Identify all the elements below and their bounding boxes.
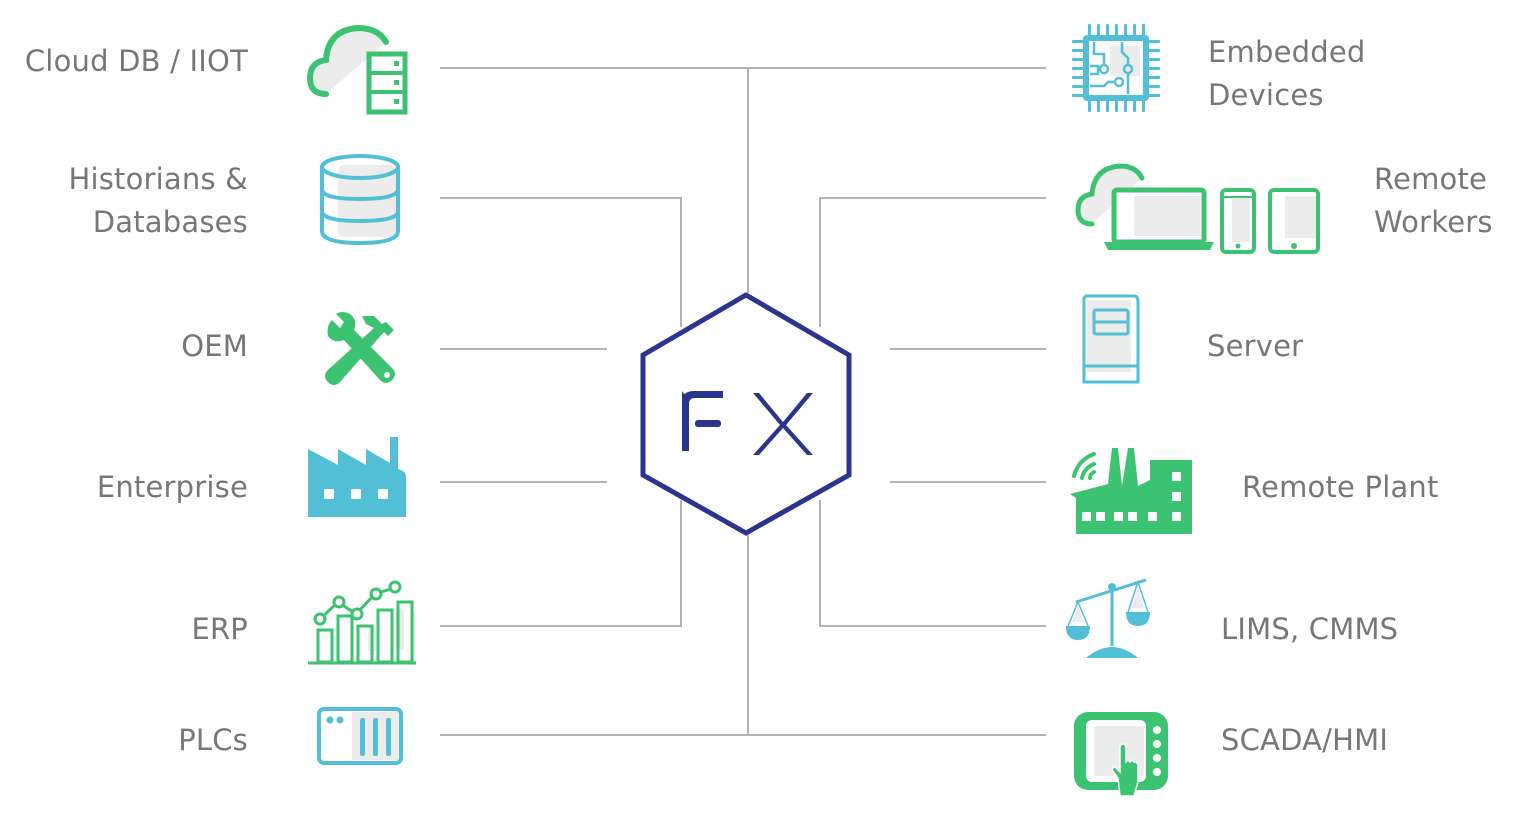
label-cloud-db-iiot: Cloud DB / IIOT: [24, 44, 248, 78]
label-remote-workers: Remote Workers: [1374, 162, 1493, 239]
label-historians-databases: Historians & Databases: [68, 162, 248, 239]
label-erp: ERP: [191, 612, 248, 646]
fx-hub-logo: [640, 292, 852, 536]
database-icon: [320, 154, 400, 246]
chip-icon: [1072, 24, 1160, 112]
bar-chart-icon: [308, 580, 416, 665]
label-remote-plant: Remote Plant: [1242, 470, 1439, 504]
label-embedded-devices: Embedded Devices: [1208, 35, 1366, 112]
server-tower-icon: [1082, 294, 1140, 384]
label-lims-cmms: LIMS, CMMS: [1221, 612, 1399, 646]
label-plcs: PLCs: [178, 723, 248, 757]
devices-cloud-icon: [1075, 163, 1320, 254]
label-server: Server: [1207, 329, 1304, 363]
plc-icon: [317, 707, 403, 765]
touch-panel-icon: [1074, 712, 1168, 796]
wireless-factory-icon: [1070, 448, 1192, 534]
label-enterprise: Enterprise: [96, 470, 248, 504]
scales-icon: [1066, 578, 1150, 658]
label-scada-hmi: SCADA/HMI: [1221, 723, 1389, 757]
factory-icon: [308, 437, 406, 517]
label-oem: OEM: [181, 329, 248, 363]
tools-icon: [325, 312, 395, 385]
cloud-server-icon: [306, 24, 408, 115]
